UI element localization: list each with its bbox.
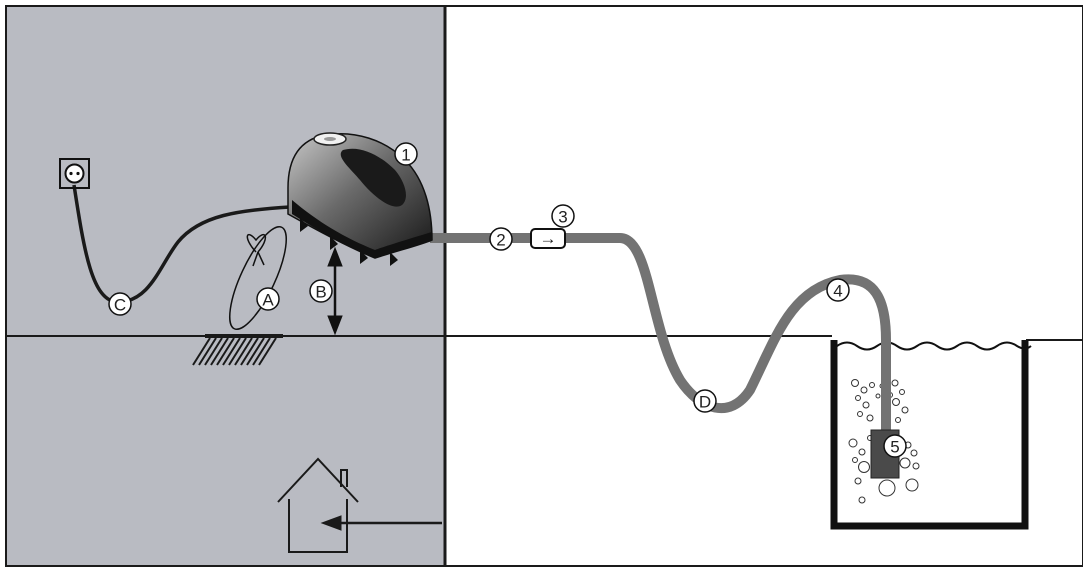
label-4: 4 bbox=[826, 278, 850, 302]
svg-text:D: D bbox=[699, 393, 711, 412]
air-hose bbox=[430, 233, 891, 432]
check-valve-icon: → bbox=[530, 228, 566, 249]
svg-text:A: A bbox=[262, 291, 274, 310]
svg-text:4: 4 bbox=[833, 282, 842, 301]
label-A: A bbox=[256, 287, 280, 311]
height-arrow-icon bbox=[327, 246, 343, 336]
pond-basin bbox=[830, 340, 1029, 530]
label-5: 5 bbox=[883, 434, 907, 458]
svg-text:1: 1 bbox=[401, 146, 410, 165]
svg-text:C: C bbox=[114, 296, 126, 315]
diagram-frame bbox=[5, 5, 1083, 567]
power-cord bbox=[72, 184, 291, 304]
label-D: D bbox=[693, 389, 717, 413]
svg-text:2: 2 bbox=[496, 231, 505, 250]
label-3: 3 bbox=[551, 204, 575, 228]
label-B: B bbox=[309, 279, 333, 303]
indoor-area bbox=[6, 6, 445, 566]
bubbles bbox=[848, 379, 920, 504]
ground-hatch bbox=[192, 334, 283, 366]
air-pump-icon bbox=[287, 132, 433, 266]
label-1: 1 bbox=[394, 142, 418, 166]
check-valve-arrow: → bbox=[540, 229, 557, 248]
svg-text:B: B bbox=[315, 283, 326, 302]
svg-text:5: 5 bbox=[890, 438, 899, 457]
svg-text:3: 3 bbox=[558, 208, 567, 227]
house-icon bbox=[277, 457, 359, 553]
anchor-loop-icon bbox=[229, 225, 287, 331]
label-2: 2 bbox=[489, 227, 513, 251]
water-surface bbox=[836, 341, 1032, 351]
label-C: C bbox=[108, 292, 132, 316]
direction-arrow-icon bbox=[320, 515, 442, 531]
power-socket-icon bbox=[59, 158, 90, 189]
